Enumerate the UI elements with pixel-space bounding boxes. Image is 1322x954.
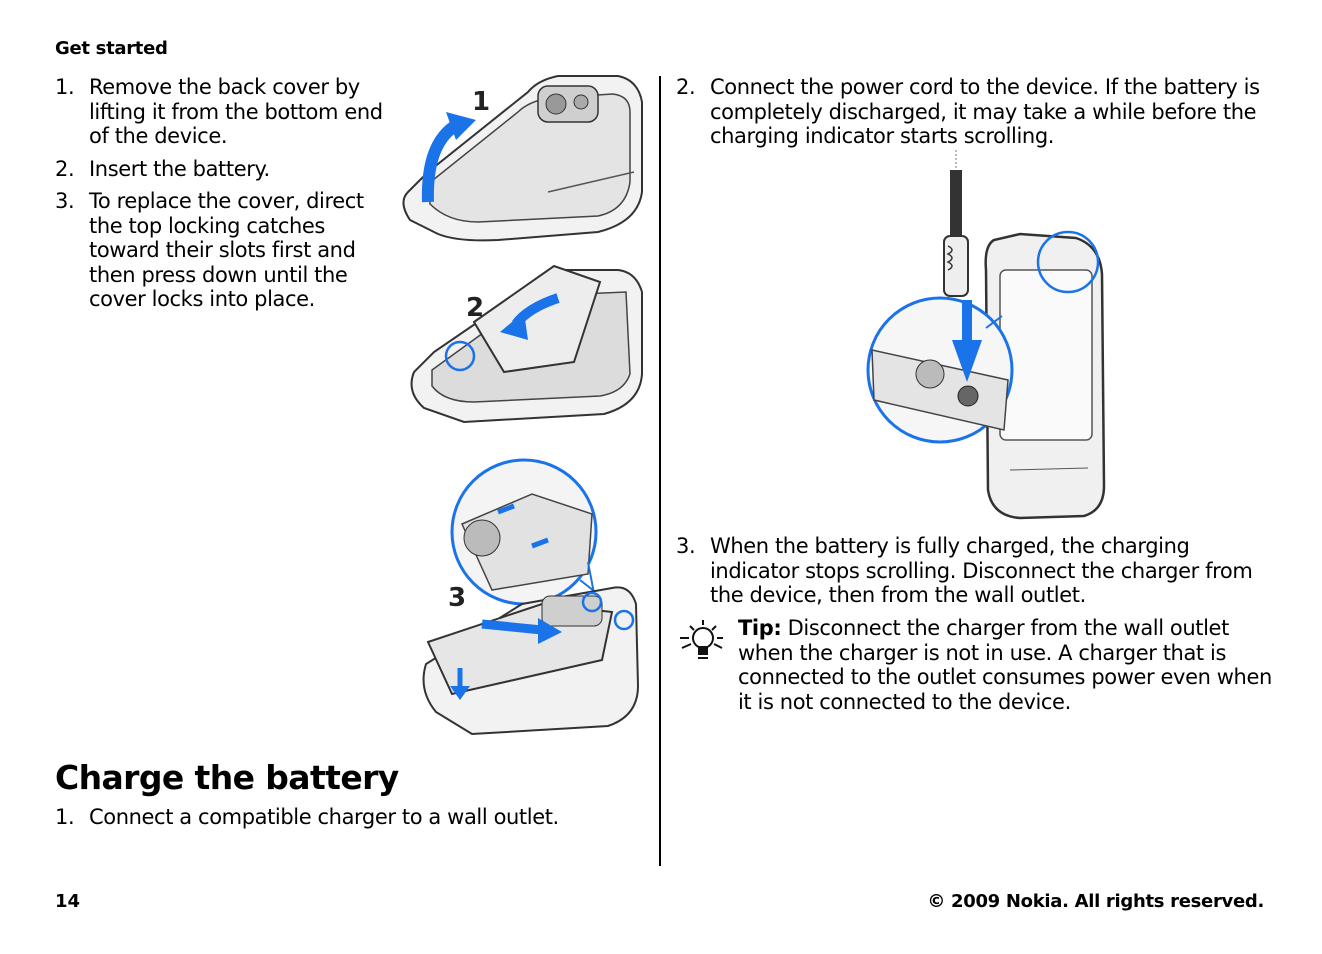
- step-number: 1.: [55, 75, 75, 99]
- remove-cover-illustration: 1: [402, 75, 643, 242]
- copyright: © 2009 Nokia. All rights reserved.: [927, 891, 1264, 912]
- column-divider: [659, 76, 661, 866]
- tip-text: Tip: Disconnect the charger from the wal…: [738, 616, 1278, 714]
- tip-label: Tip:: [738, 616, 782, 640]
- page-number: 14: [55, 891, 81, 912]
- step-item: 2. Connect the power cord to the device.…: [676, 75, 1276, 149]
- step-number: 2.: [676, 75, 696, 99]
- step-item: 3. To replace the cover, direct the top …: [55, 189, 400, 312]
- step-text: Insert the battery.: [89, 156, 270, 181]
- step-text: Remove the back cover by lifting it from…: [89, 75, 383, 148]
- insert-battery-illustration: 2: [410, 264, 643, 424]
- charge-steps-right-top: 2. Connect the power cord to the device.…: [676, 75, 1276, 157]
- tip-body: Disconnect the charger from the wall out…: [738, 616, 1272, 714]
- remove-cover-steps: 1. Remove the back cover by lifting it f…: [55, 75, 400, 320]
- figure-label: 3: [448, 583, 466, 613]
- connect-charger-illustration: [866, 150, 1106, 520]
- lightbulb-icon: [680, 620, 723, 659]
- step-item: 1. Connect a compatible charger to a wal…: [55, 805, 655, 830]
- charge-steps-right-bottom: 3. When the battery is fully charged, th…: [676, 534, 1276, 616]
- figure-label: 1: [472, 87, 490, 117]
- charge-steps-left: 1. Connect a compatible charger to a wal…: [55, 805, 655, 838]
- replace-cover-illustration: 3: [422, 458, 640, 736]
- figure-label: 2: [466, 293, 484, 323]
- step-text: Connect a compatible charger to a wall o…: [89, 805, 559, 829]
- step-item: 3. When the battery is fully charged, th…: [676, 534, 1276, 608]
- step-item: 1. Remove the back cover by lifting it f…: [55, 75, 400, 149]
- section-header: Get started: [55, 38, 168, 59]
- step-text: When the battery is fully charged, the c…: [710, 534, 1253, 607]
- step-text: To replace the cover, direct the top loc…: [89, 189, 364, 311]
- step-text: Connect the power cord to the device. If…: [710, 75, 1260, 148]
- step-number: 3.: [676, 534, 696, 558]
- step-number: 2.: [55, 156, 75, 181]
- step-item: 2. Insert the battery.: [55, 157, 400, 182]
- step-number: 3.: [55, 189, 75, 213]
- step-number: 1.: [55, 805, 75, 829]
- section-heading: Charge the battery: [55, 758, 399, 797]
